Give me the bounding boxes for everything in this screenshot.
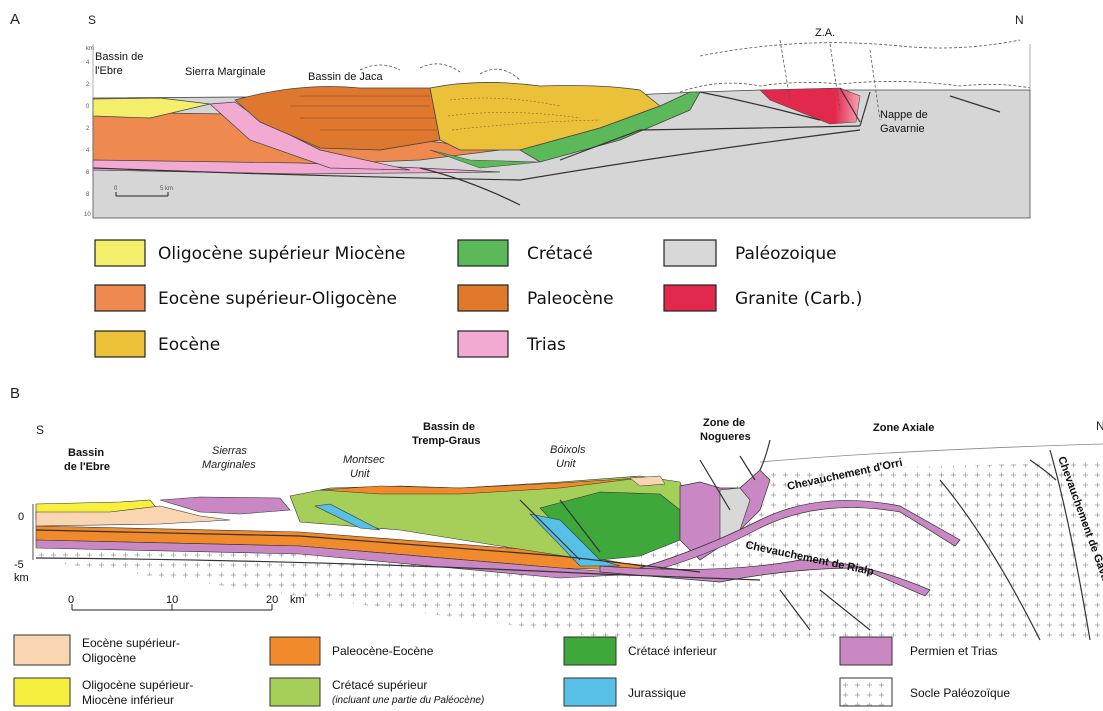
depth-tick: 8 [86, 192, 90, 198]
label-bassin-ebre-line2: l'Ebre [95, 65, 123, 77]
depth-tick: 2 [86, 126, 90, 132]
legend-label: Granite (Carb.) [735, 289, 862, 309]
depth-tick: 2 [86, 82, 90, 88]
label-sierras: Sierras [212, 445, 247, 457]
legend-label: Eocène [158, 335, 220, 355]
label-za: Z.A. [815, 27, 835, 39]
depth-tick: 0 [18, 511, 24, 523]
legend-item: Socle Paléozoïque [839, 677, 1010, 707]
legend-label: Paleocène [527, 289, 614, 309]
label-bassin-jaca: Bassin de Jaca [308, 71, 383, 83]
depth-tick: 4 [86, 148, 90, 154]
scale-tick: 10 [166, 594, 178, 606]
legend-label-line2: (incluant une partie du Paléocène) [332, 695, 484, 706]
label-zone-axiale: Zone Axiale [873, 422, 934, 434]
depth-tick: 6 [86, 170, 90, 176]
legend-item: Eocène [94, 330, 220, 358]
scale-unit: km [290, 594, 305, 606]
legend-item: Permien et Trias [839, 636, 997, 666]
scale-five: 5 km [160, 186, 173, 192]
depth-tick: 4 [86, 60, 90, 66]
label-nappe: Nappe de [880, 109, 928, 121]
legend-item: Paleocène [457, 284, 614, 312]
legend-item: Trias [457, 330, 566, 358]
label-montsec-line2: Unit [350, 468, 371, 480]
label-nappe-line2: Gavarnie [880, 123, 925, 135]
legend-label: Eocène supérieur- [82, 636, 180, 650]
panel-b-legend: Eocène supérieur- Oligocène Oligocène su… [13, 634, 1010, 707]
scale-zero: 0 [114, 186, 118, 192]
label-tremp: Bassin de [423, 421, 475, 433]
legend-item: Granite (Carb.) [663, 284, 862, 312]
legend-item: Paleocène-Eocène [269, 636, 434, 666]
panel-b-letter: B [10, 385, 20, 402]
legend-label: Socle Paléozoïque [910, 686, 1010, 700]
panel-b-north-label: N [1096, 419, 1103, 433]
legend-label: Crétacé supérieur [332, 678, 427, 692]
legend-label: Paleocène-Eocène [332, 644, 434, 658]
panel-b: B S N [10, 385, 1103, 707]
legend-label: Oligocène supérieur- [82, 678, 193, 692]
label-boixols-line2: Unit [556, 458, 577, 470]
legend-label: Jurassique [628, 686, 686, 700]
panel-b-depth-axis: 0 -5 km [14, 504, 34, 584]
panel-a-north-label: N [1015, 13, 1024, 27]
axis-unit-label: km [86, 46, 94, 52]
scale-tick: 20 [266, 594, 278, 606]
label-bassin: Bassin [68, 447, 104, 459]
panel-a: A S N [10, 11, 1031, 358]
depth-unit: km [14, 572, 29, 584]
cross-section-b [35, 439, 1103, 641]
legend-label: Paléozoique [735, 244, 837, 264]
legend-item: Crétacé supérieur (incluant une partie d… [269, 677, 484, 707]
panel-a-south-label: S [88, 13, 96, 27]
label-sierra-marginale: Sierra Marginale [185, 66, 266, 78]
legend-label: Trias [526, 335, 566, 355]
label-montsec: Montsec [343, 454, 385, 466]
depth-tick: 10 [84, 212, 91, 218]
label-bassin-ebre: Bassin de [95, 51, 143, 63]
legend-item: Eocène supérieur- Oligocène [13, 634, 180, 666]
legend-item: Jurassique [563, 677, 686, 707]
legend-item: Crétacé inferieur [563, 636, 717, 666]
depth-tick: -5 [14, 559, 24, 571]
legend-item: Paléozoique [663, 239, 837, 267]
panel-b-south-label: S [36, 423, 44, 437]
legend-label: Crétacé inferieur [628, 644, 717, 658]
legend-item: Oligocène supérieur Miocène [94, 239, 406, 267]
legend-item: Oligocène supérieur- Miocène inférieur [13, 677, 193, 707]
depth-tick: 0 [86, 104, 90, 110]
legend-label: Oligocène supérieur Miocène [158, 244, 406, 264]
panel-b-scale-bar: 0 10 20 km [68, 594, 305, 611]
cross-section-a [92, 39, 1031, 219]
label-bassin-line2: de l'Ebre [64, 461, 110, 473]
scale-tick: 0 [68, 594, 74, 606]
label-nogueres: Zone de [703, 417, 745, 429]
panel-a-depth-axis: km 4 2 0 2 4 6 8 10 [84, 44, 1031, 218]
label-sierras-line2: Marginales [202, 459, 256, 471]
legend-item: Eocène supérieur-Oligocène [94, 284, 397, 312]
panel-a-legend: Oligocène supérieur Miocène Eocène supér… [94, 239, 862, 358]
panel-a-scale-bar: 0 5 km [114, 186, 173, 197]
legend-label: Crétacé [527, 244, 593, 264]
legend-label: Permien et Trias [910, 644, 997, 658]
label-boixols: Bóixols [550, 444, 586, 456]
legend-item: Crétacé [457, 239, 593, 267]
legend-label-line2: Miocène inférieur [82, 693, 174, 707]
legend-label-line2: Oligocène [82, 651, 136, 665]
label-nogueres-line2: Nogueres [700, 431, 751, 443]
panel-a-letter: A [10, 11, 20, 28]
legend-label: Eocène supérieur-Oligocène [158, 289, 397, 309]
label-tremp-line2: Tremp-Graus [412, 435, 480, 447]
